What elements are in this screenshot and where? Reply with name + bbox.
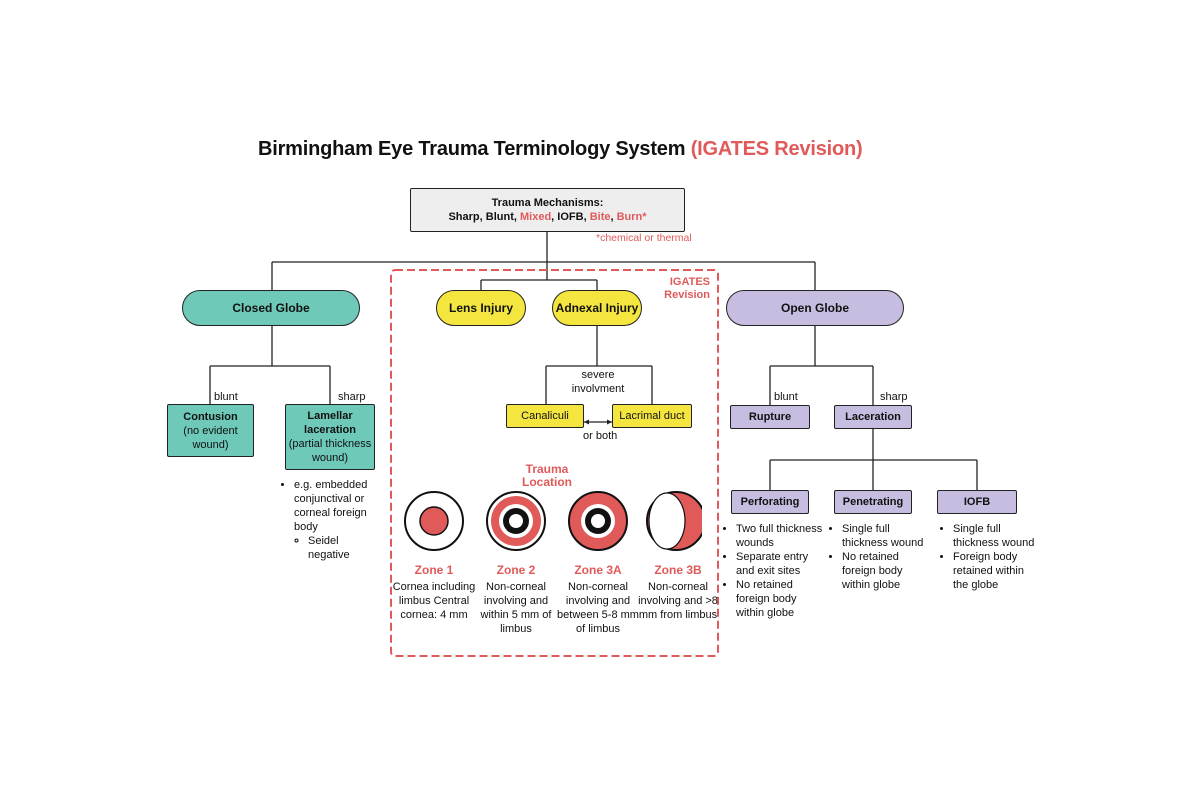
zone-3a-name: Zone 3A: [574, 563, 622, 577]
perforating-label: Perforating: [740, 496, 800, 508]
open-sharp-label: sharp: [880, 391, 908, 403]
open-globe-node: Open Globe: [726, 290, 904, 326]
trauma-mechanisms-label: Trauma Mechanisms:: [491, 197, 604, 209]
closed-sharp-label: sharp: [338, 391, 366, 403]
closed-blunt-label: blunt: [214, 391, 238, 403]
perforating-notes: Two full thickness wounds Separate entry…: [724, 522, 824, 620]
penetrating-note: Single full thickness wound: [842, 522, 926, 550]
iofb-node: IOFB: [937, 490, 1017, 514]
zone-3a-desc: Non-corneal involving and between 5-8 mm…: [557, 581, 639, 635]
mechanisms-list: Sharp, Blunt, Mixed, IOFB, Bite, Burn*: [448, 211, 647, 223]
iofb-notes: Single full thickness wound Foreign body…: [941, 522, 1041, 592]
rupture-label: Rupture: [748, 411, 792, 423]
mechanism-item: Blunt: [485, 211, 514, 223]
closed-globe-label: Closed Globe: [232, 301, 310, 315]
penetrating-node: Penetrating: [834, 490, 912, 514]
canaliculi-node: Canaliculi: [506, 404, 584, 428]
page-title: Birmingham Eye Trauma Terminology System…: [258, 138, 863, 161]
zone-2-desc: Non-corneal involving and within 5 mm of…: [480, 581, 552, 635]
or-both-label: or both: [583, 430, 618, 442]
laceration-label: Laceration: [845, 411, 901, 423]
mechanism-item: Bite: [589, 211, 611, 223]
lamellar-laceration-node: Lamellar laceration (partial thickness w…: [285, 404, 375, 470]
adnexal-injury-node: Adnexal Injury: [552, 290, 642, 326]
zone-3b-name: Zone 3B: [654, 563, 702, 577]
trauma-location-heading: Trauma Location: [522, 462, 572, 489]
title-main: Birmingham Eye Trauma Terminology System: [258, 138, 686, 160]
rupture-node: Rupture: [730, 405, 810, 429]
zone-3b-desc: Non-corneal involving and >8 mm from lim…: [638, 581, 718, 621]
laceration-node: Laceration: [834, 405, 912, 429]
seidel-negative-note: Seidel negative: [308, 534, 372, 562]
zone-2-name: Zone 2: [496, 563, 536, 577]
igates-revision-label: IGATES Revision: [664, 276, 710, 301]
iofb-note: Single full thickness wound: [953, 522, 1041, 550]
mechanism-item: Burn*: [616, 211, 647, 223]
mechanism-item: Sharp: [448, 211, 480, 223]
lamellar-title: Lamellar laceration: [304, 410, 356, 436]
iofb-note: Foreign body retained within the globe: [953, 550, 1041, 592]
lens-injury-node: Lens Injury: [436, 290, 526, 326]
contusion-desc: (no evident wound): [183, 424, 238, 451]
zone-1-diagram: [404, 491, 464, 551]
adnexal-injury-label: Adnexal Injury: [555, 301, 639, 315]
perforating-note: Separate entry and exit sites: [736, 550, 824, 578]
open-blunt-label: blunt: [774, 391, 798, 403]
lamellar-notes: e.g. embedded conjunctival or corneal fo…: [282, 478, 372, 562]
zone-1-desc: Cornea including limbus Central cornea: …: [392, 581, 476, 621]
penetrating-label: Penetrating: [842, 496, 904, 508]
igates-frame: [390, 269, 719, 657]
penetrating-note: No retained foreign body within globe: [842, 550, 926, 592]
zone-1-name: Zone 1: [414, 563, 454, 577]
iofb-label: IOFB: [963, 496, 991, 508]
penetrating-notes: Single full thickness wound No retained …: [830, 522, 926, 592]
lacrimal-duct-node: Lacrimal duct: [612, 404, 692, 428]
open-globe-label: Open Globe: [780, 301, 849, 315]
perforating-node: Perforating: [731, 490, 809, 514]
zone-3b-diagram: [646, 491, 702, 551]
lens-injury-label: Lens Injury: [448, 301, 513, 315]
canaliculi-label: Canaliculi: [521, 410, 569, 422]
lamellar-desc: (partial thickness wound): [288, 438, 372, 464]
zone-diagrams: [404, 491, 702, 551]
zone-3a-diagram: [568, 491, 628, 551]
mechanisms-footnote: *chemical or thermal: [596, 232, 692, 244]
lacrimal-duct-label: Lacrimal duct: [619, 410, 685, 422]
lamellar-note-item: e.g. embedded conjunctival or corneal fo…: [294, 478, 372, 534]
perforating-note: No retained foreign body within globe: [736, 578, 824, 620]
contusion-node: Contusion (no evident wound): [167, 404, 254, 457]
closed-globe-node: Closed Globe: [182, 290, 360, 326]
zone-2-diagram: [486, 491, 546, 551]
mechanism-item: IOFB: [557, 211, 584, 223]
mechanism-item: Mixed: [519, 211, 552, 223]
title-highlight: (IGATES Revision): [690, 138, 863, 160]
severe-involvement-label: severe involvment: [571, 369, 625, 395]
trauma-mechanisms-box: Trauma Mechanisms: Sharp, Blunt, Mixed, …: [410, 188, 685, 232]
perforating-note: Two full thickness wounds: [736, 522, 824, 550]
contusion-title: Contusion: [183, 410, 238, 423]
